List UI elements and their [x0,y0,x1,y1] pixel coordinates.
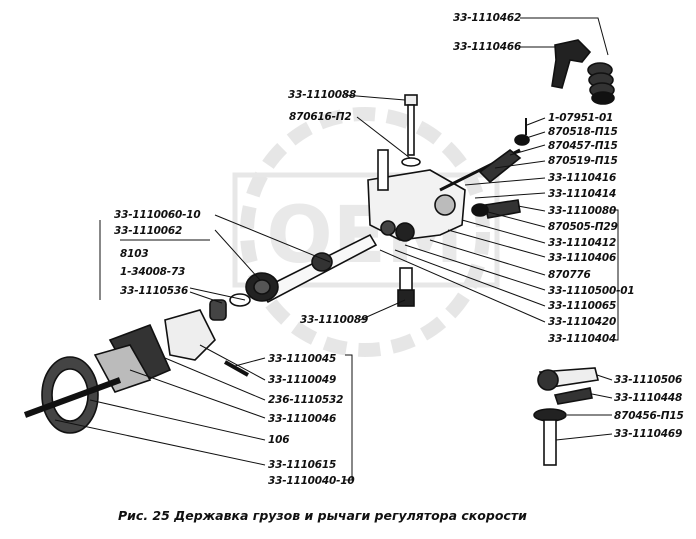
part-label: 33-1110406 [548,252,617,264]
part-label: 33-1110060-10 [114,209,201,221]
part-label: 33-1110466 [453,41,522,53]
part-label: 870457-П15 [548,140,618,152]
part-label: 33-1110404 [548,333,617,345]
part-label: 8103 [120,248,149,260]
part-label: 870456-П15 [614,410,684,422]
part-label: 870518-П15 [548,126,618,138]
part-label: 33-1110065 [548,300,617,312]
part-label: 1-07951-01 [548,112,614,124]
part-label: 870776 [548,269,591,281]
part-label: 106 [268,434,290,446]
part-label: 33-1110080 [548,205,617,217]
part-label: 870519-П15 [548,155,618,167]
part-label: 33-1110500-01 [548,285,635,297]
part-label: 33-1110089 [300,314,369,326]
parts-drawing [23,39,615,466]
part-label: 33-1110062 [114,225,183,237]
part-label: 33-1110536 [120,285,189,297]
part-label: 33-1110506 [614,374,683,386]
part-label: 33-1110615 [268,459,337,471]
figure-caption: Рис. 25 Державка грузов и рычаги регулят… [118,508,527,523]
part-label: 33-1110088 [288,89,357,101]
part-label: 33-1110462 [453,12,522,24]
part-label: 33-1110040-10 [268,475,355,487]
part-label: 33-1110046 [268,413,337,425]
spring-part [587,62,615,105]
part-label: 33-1110469 [614,428,683,440]
part-label: 870505-П29 [548,221,618,233]
part-label: 236-1110532 [268,394,344,406]
part-label: 33-1110416 [548,172,617,184]
part-label: 33-1110414 [548,188,617,200]
part-label: 33-1110045 [268,353,337,365]
part-label: 33-1110412 [548,237,617,249]
part-label: 33-1110448 [614,392,683,404]
leader-lines [54,17,619,481]
part-label: 33-1110420 [548,316,617,328]
part-label: 1-34008-73 [120,266,186,278]
part-label: 870616-П2 [289,111,352,123]
part-label: 33-1110049 [268,374,337,386]
